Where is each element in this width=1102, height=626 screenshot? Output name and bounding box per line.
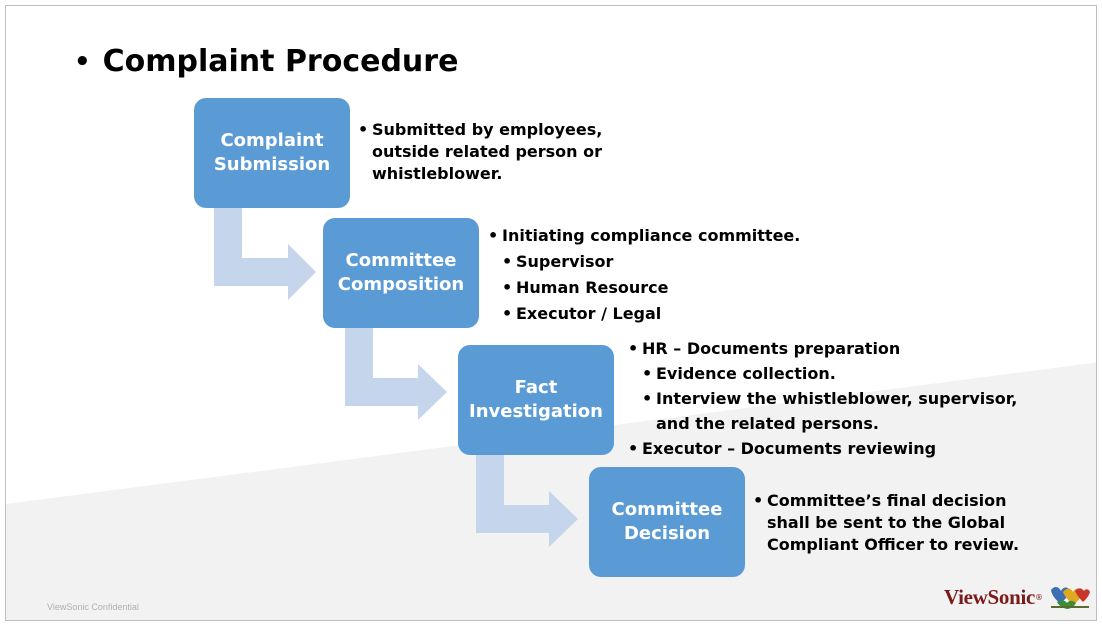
step-notes-2: • Initiating compliance committee. • Sup… (488, 223, 808, 327)
confidential-label: ViewSonic Confidential (47, 602, 139, 612)
connector-arrow-1 (214, 208, 316, 300)
note-text: Initiating compliance committee. (502, 226, 801, 245)
step-connectors (214, 208, 578, 547)
connector-arrow-3 (476, 455, 578, 547)
step-label: Committee Composition (337, 250, 465, 295)
step-box-committee-decision: Committee Decision (589, 467, 745, 577)
bullet: • (488, 226, 499, 245)
step-notes-1: • Submitted by employees, outside relate… (358, 119, 608, 185)
note-text: Executor / Legal (516, 304, 662, 323)
note-text: HR – Documents preparation (642, 339, 901, 358)
step-notes-4: • Committee’s final decision shall be se… (753, 490, 1053, 556)
note-subitem: • Human Resource (488, 275, 808, 301)
note-subitem: • Interview the whistleblower, superviso… (628, 386, 1048, 436)
step-label: Fact Investigation (469, 377, 603, 422)
bullet: • (628, 439, 639, 458)
bullet: • (358, 120, 369, 139)
step-box-complaint-submission: Complaint Submission (194, 98, 350, 208)
step-notes-3: • HR – Documents preparation • Evidence … (628, 336, 1048, 461)
step-box-committee-composition: Committee Composition (323, 218, 479, 328)
note-subitem: • Supervisor (488, 249, 808, 275)
step-label: Committee Decision (611, 499, 723, 544)
note-text: Interview the whistleblower, supervisor,… (656, 389, 1018, 433)
connector-arrow-2 (345, 328, 447, 420)
viewsonic-logo: ViewSonic ® (944, 584, 1091, 610)
slide-title-row: • Complaint Procedure (74, 44, 458, 79)
bullet: • (753, 491, 764, 510)
note-text: Submitted by employees, outside related … (372, 120, 603, 183)
step-label: Complaint Submission (213, 130, 331, 175)
note-item: • Committee’s final decision shall be se… (753, 490, 1053, 556)
note-text: Human Resource (516, 278, 669, 297)
bullet: • (502, 252, 513, 271)
background-band (6, 362, 1096, 620)
bullet: • (642, 364, 653, 383)
bullet: • (628, 339, 639, 358)
birds-logo-icon (1051, 587, 1091, 609)
note-text: Executor – Documents reviewing (642, 439, 937, 458)
note-item: • Executor – Documents reviewing (628, 436, 1048, 461)
note-subitem: • Evidence collection. (628, 361, 1048, 386)
note-item: • Initiating compliance committee. (488, 223, 808, 249)
title-bullet: • (74, 46, 91, 77)
bullet: • (502, 278, 513, 297)
bullet: • (642, 389, 653, 408)
note-text: Supervisor (516, 252, 614, 271)
slide: • Complaint Procedure Complaint Submissi… (5, 5, 1097, 621)
logo-text: ViewSonic (944, 584, 1036, 609)
page-title: Complaint Procedure (102, 44, 459, 79)
bullet: • (502, 304, 513, 323)
note-item: • HR – Documents preparation (628, 336, 1048, 361)
note-text: Committee’s final decision shall be sent… (767, 491, 1020, 554)
note-item: • Submitted by employees, outside relate… (358, 119, 608, 185)
logo-trademark: ® (1035, 592, 1044, 602)
note-text: Evidence collection. (656, 364, 836, 383)
step-box-fact-investigation: Fact Investigation (458, 345, 614, 455)
note-subitem: • Executor / Legal (488, 301, 808, 327)
